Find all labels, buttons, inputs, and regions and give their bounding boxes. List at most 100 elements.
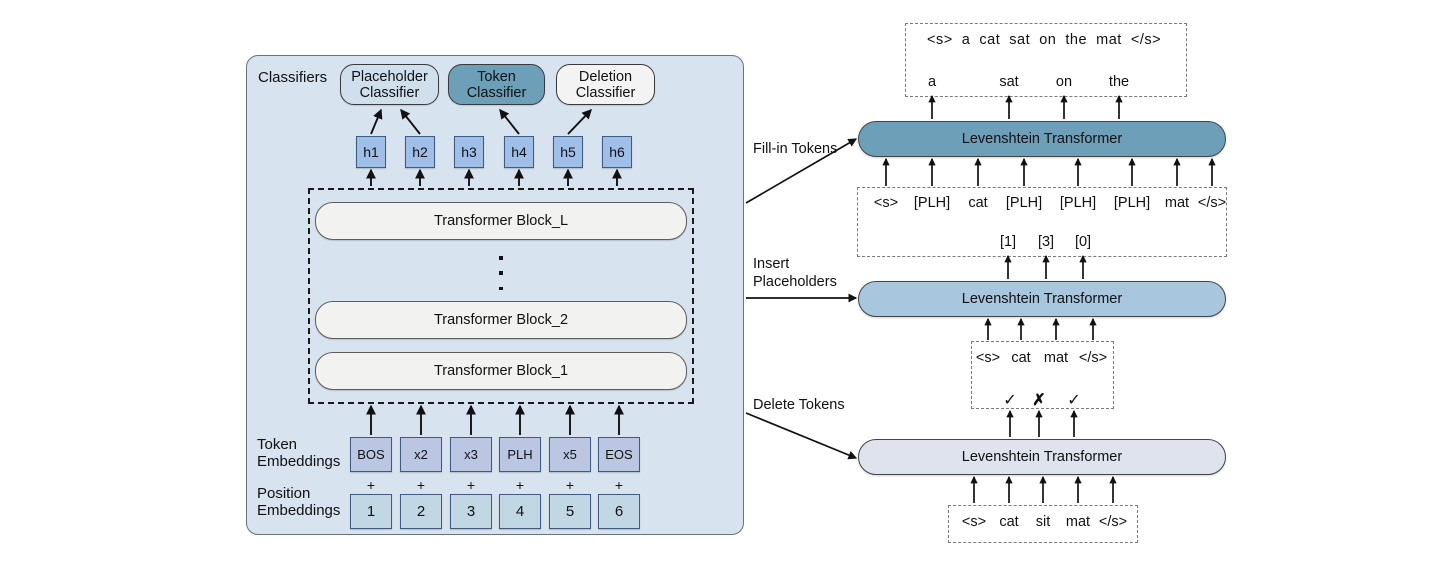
position-embedding-3[interactable]: 4 (499, 494, 541, 529)
levenshtein-transformer-insert[interactable]: Levenshtein Transformer (858, 281, 1226, 317)
placeholder-token-4: [PLH] (1059, 195, 1097, 211)
position-embedding-0-label: 1 (366, 503, 376, 520)
token-embedding-5[interactable]: EOS (598, 437, 640, 472)
levenshtein-transformer-insert-label: Levenshtein Transformer (961, 291, 1123, 307)
placeholder-count-2: [0] (1074, 234, 1092, 250)
placeholder-token-5: [PLH] (1113, 195, 1151, 211)
step-label-insert-placeholders-line2: Placeholders (753, 274, 837, 290)
position-embedding-1[interactable]: 2 (400, 494, 442, 529)
placeholder-classifier-line2: Classifier (359, 84, 420, 101)
transformer-block-2[interactable]: Transformer Block_2 (315, 301, 687, 339)
token-embedding-2[interactable]: x3 (450, 437, 492, 472)
transformer-block-L[interactable]: Transformer Block_L (315, 202, 687, 240)
token-embedding-1[interactable]: x2 (400, 437, 442, 472)
hidden-state-h2[interactable]: h2 (405, 136, 435, 168)
hidden-state-h3[interactable]: h3 (454, 136, 484, 168)
transformer-block-L-label: Transformer Block_L (433, 213, 569, 229)
placeholder-token-3: [PLH] (1005, 195, 1043, 211)
token-embeddings-label-line2: Embeddings (257, 453, 341, 470)
output-sequence-box (905, 23, 1187, 97)
token-embedding-1-label: x2 (414, 447, 428, 462)
token-embedding-3-label: PLH (507, 447, 533, 462)
position-embedding-1-label: 2 (416, 503, 426, 520)
position-embedding-3-label: 4 (515, 503, 525, 520)
hidden-state-h2-label: h2 (412, 144, 428, 160)
plus-sign-1: + (416, 477, 426, 493)
initial-token-1: cat (999, 514, 1019, 530)
hidden-state-h4-label: h4 (511, 144, 527, 160)
placeholder-sequence-box (857, 187, 1227, 257)
levenshtein-transformer-fill-in[interactable]: Levenshtein Transformer (858, 121, 1226, 157)
deleted-sequence-box (971, 341, 1114, 409)
initial-token-3: mat (1065, 514, 1091, 530)
placeholder-token-0: <s> (873, 195, 899, 211)
deletion-classifier-line2: Classifier (575, 84, 636, 101)
output-token-6: mat (1096, 32, 1122, 48)
deleted-token-0: <s> (975, 350, 1001, 366)
deletion-classifier-line1: Deletion (578, 68, 633, 85)
hidden-state-h5[interactable]: h5 (553, 136, 583, 168)
delete-decision-2-icon: ✓ (1067, 392, 1081, 409)
levenshtein-transformer-delete[interactable]: Levenshtein Transformer (858, 439, 1226, 475)
vertical-ellipsis-icon (494, 256, 508, 290)
token-embedding-2-label: x3 (464, 447, 478, 462)
position-embedding-5[interactable]: 6 (598, 494, 640, 529)
hidden-state-h4[interactable]: h4 (504, 136, 534, 168)
output-token-7: </s> (1130, 32, 1162, 48)
position-embedding-2-label: 3 (466, 503, 476, 520)
hidden-state-h6[interactable]: h6 (602, 136, 632, 168)
token-embedding-0-label: BOS (357, 447, 385, 462)
token-embedding-4[interactable]: x5 (549, 437, 591, 472)
token-classifier-line2: Classifier (466, 84, 527, 101)
position-embeddings-label-line1: Position (257, 485, 311, 502)
output-token-1: a (961, 32, 971, 48)
output-token-0: <s> (927, 32, 953, 48)
plus-sign-0: + (366, 477, 376, 493)
token-embeddings-label-line1: Token (257, 436, 298, 453)
position-embedding-4-label: 5 (565, 503, 575, 520)
hidden-state-h6-label: h6 (609, 144, 625, 160)
placeholder-token-2: cat (968, 195, 988, 211)
position-embedding-2[interactable]: 3 (450, 494, 492, 529)
token-classifier-box[interactable]: Token Classifier (448, 64, 545, 105)
placeholder-count-0: [1] (999, 234, 1017, 250)
transformer-block-2-label: Transformer Block_2 (433, 312, 569, 328)
output-token-2: cat (979, 32, 1001, 48)
deletion-classifier-box[interactable]: Deletion Classifier (556, 64, 655, 105)
predicted-token-3: the (1108, 74, 1130, 90)
classifiers-label: Classifiers (258, 69, 328, 86)
initial-token-0: <s> (961, 514, 987, 530)
plus-sign-5: + (614, 477, 624, 493)
position-embedding-5-label: 6 (614, 503, 624, 520)
token-embedding-0[interactable]: BOS (350, 437, 392, 472)
predicted-token-0: a (927, 74, 937, 90)
output-sequence-row: <s> a cat sat on the mat </s> (927, 32, 1161, 48)
hidden-state-h1[interactable]: h1 (356, 136, 386, 168)
token-classifier-line1: Token (477, 68, 516, 85)
hidden-state-h3-label: h3 (461, 144, 477, 160)
position-embedding-0[interactable]: 1 (350, 494, 392, 529)
placeholder-token-1: [PLH] (913, 195, 951, 211)
delete-decision-0-icon: ✓ (1003, 392, 1017, 409)
initial-sequence-box (948, 505, 1138, 543)
delete-decision-1-icon: ✗ (1032, 392, 1046, 409)
token-embedding-3[interactable]: PLH (499, 437, 541, 472)
step-label-fill-in-tokens-line1: Fill-in Tokens (753, 141, 838, 157)
step-label-delete-tokens: Delete Tokens (753, 396, 845, 414)
plus-sign-3: + (515, 477, 525, 493)
placeholder-classifier-box[interactable]: Placeholder Classifier (340, 64, 439, 105)
token-embeddings-label: Token Embeddings (257, 436, 347, 470)
placeholder-token-7: </s> (1197, 195, 1227, 211)
deleted-token-2: mat (1043, 350, 1069, 366)
step-label-fill-in-tokens: Fill-in Tokens (753, 140, 837, 158)
position-embedding-4[interactable]: 5 (549, 494, 591, 529)
token-embedding-5-label: EOS (605, 447, 633, 462)
position-embeddings-label-line2: Embeddings (257, 502, 341, 519)
output-token-4: on (1039, 32, 1057, 48)
predicted-token-2: on (1055, 74, 1073, 90)
output-token-3: sat (1009, 32, 1031, 48)
encoder-panel (246, 55, 744, 535)
transformer-block-1[interactable]: Transformer Block_1 (315, 352, 687, 390)
placeholder-classifier-line1: Placeholder (351, 68, 428, 85)
step-label-insert-placeholders: Insert Placeholders (753, 255, 837, 291)
